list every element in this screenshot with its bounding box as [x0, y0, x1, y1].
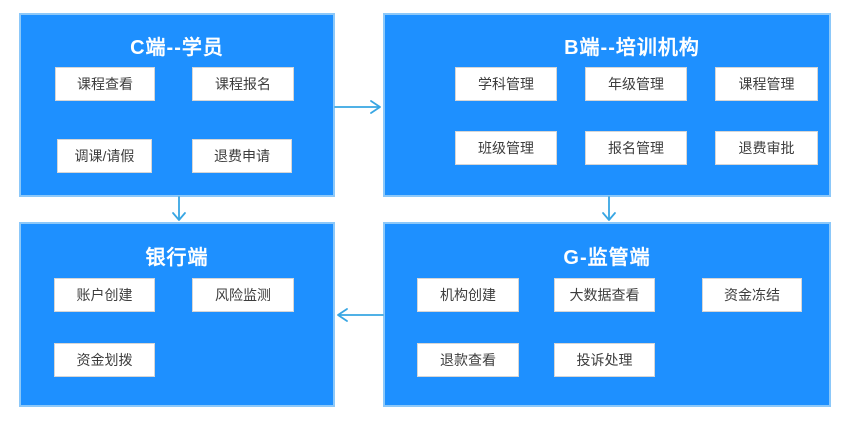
- panel-c-side: C端--学员 课程查看 课程报名 调课/请假 退费申请: [19, 13, 335, 197]
- panel-c-side-title: C端--学员: [130, 37, 224, 59]
- feature-course-view: 课程查看: [55, 67, 155, 101]
- feature-grade-mgmt: 年级管理: [585, 67, 687, 101]
- arrow-b-to-g: [602, 196, 616, 221]
- feature-subject-mgmt: 学科管理: [455, 67, 557, 101]
- arrow-c-to-b: [334, 100, 381, 114]
- feature-course-mgmt: 课程管理: [715, 67, 818, 101]
- feature-refund-apply: 退费申请: [192, 139, 292, 173]
- feature-refund-view: 退款查看: [417, 343, 519, 377]
- feature-complaint-handle: 投诉处理: [554, 343, 655, 377]
- feature-bigdata-view: 大数据查看: [554, 278, 655, 312]
- feature-account-create: 账户创建: [54, 278, 155, 312]
- feature-refund-approval: 退费审批: [715, 131, 818, 165]
- arrow-c-to-bank: [172, 196, 186, 221]
- feature-enrollment-mgmt: 报名管理: [585, 131, 687, 165]
- feature-fund-transfer: 资金划拨: [54, 343, 155, 377]
- panel-bank-side-title: 银行端: [145, 247, 209, 269]
- feature-org-create: 机构创建: [417, 278, 519, 312]
- panel-b-side-title: B端--培训机构: [564, 37, 700, 59]
- arrow-g-to-bank: [337, 308, 384, 322]
- feature-reschedule-leave: 调课/请假: [57, 139, 152, 173]
- panel-g-side-title: G-监管端: [563, 247, 651, 269]
- panel-g-side: G-监管端 机构创建 大数据查看 资金冻结 退款查看 投诉处理: [383, 222, 831, 407]
- panel-b-side: B端--培训机构 学科管理 年级管理 课程管理 班级管理 报名管理 退费审批: [383, 13, 831, 197]
- feature-course-enroll: 课程报名: [192, 67, 294, 101]
- panel-bank-side: 银行端 账户创建 风险监测 资金划拨: [19, 222, 335, 407]
- feature-class-mgmt: 班级管理: [455, 131, 557, 165]
- feature-fund-freeze: 资金冻结: [702, 278, 802, 312]
- feature-risk-monitor: 风险监测: [192, 278, 294, 312]
